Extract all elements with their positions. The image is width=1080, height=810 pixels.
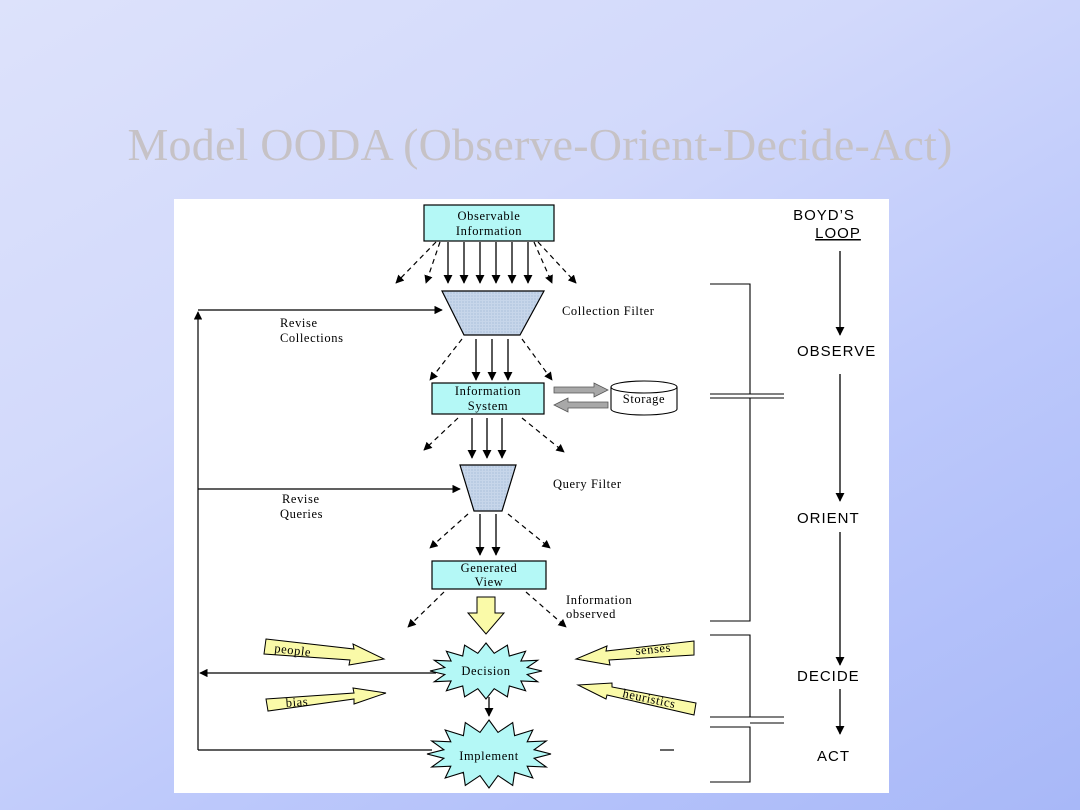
collection-filter-shape (441, 290, 546, 336)
phase-brackets (710, 283, 784, 783)
senses-arrow: senses (574, 640, 695, 666)
storage-cylinder: Storage (610, 380, 678, 416)
revise-queries-label-2: Queries (280, 507, 323, 521)
ooda-diagram: Observable Information Collection Filter… (174, 199, 889, 793)
observable-label-2: Information (456, 224, 522, 238)
implement-starburst: Implement (426, 719, 552, 789)
boyd-header-2: LOOP (815, 225, 861, 242)
people-arrow: people (263, 638, 386, 666)
generated-label-2: View (475, 575, 504, 589)
query-filter-label: Query Filter (553, 477, 622, 491)
observable-dashed-arrows (395, 241, 577, 284)
info-observed-label-1: Information (566, 593, 632, 607)
filter-dashed-arrows (429, 338, 553, 381)
revise-queries-label-1: Revise (282, 492, 320, 506)
observable-information-box: Observable Information (423, 204, 555, 242)
boyd-observe: OBSERVE (797, 343, 876, 360)
bias-arrow: bias (265, 687, 387, 712)
decision-starburst: Decision (429, 642, 543, 700)
decision-label: Decision (461, 664, 510, 678)
observable-solid-arrows (443, 242, 533, 284)
boyd-act: ACT (817, 748, 850, 765)
bias-label: bias (285, 694, 308, 710)
boyd-orient: ORIENT (797, 510, 860, 527)
feedback-loop (193, 305, 674, 751)
filter-solid-arrows (471, 339, 513, 381)
system-dashed-arrows (423, 417, 565, 453)
query-solid-arrows (475, 514, 501, 556)
heuristics-arrow: heuristics (576, 682, 697, 716)
heuristics-label: heuristics (621, 686, 677, 711)
senses-label: senses (635, 640, 672, 658)
information-system-box: Information System (431, 382, 545, 415)
info-system-label-1: Information (455, 384, 521, 398)
info-system-label-2: System (468, 399, 508, 413)
revise-collections-label-1: Revise (280, 316, 318, 330)
view-to-decision-arrow (466, 596, 506, 635)
collection-filter-label: Collection Filter (562, 304, 655, 318)
revise-collections-label-2: Collections (280, 331, 344, 345)
generated-view-box: Generated View (431, 560, 547, 590)
implement-label: Implement (459, 749, 519, 763)
storage-label: Storage (623, 392, 665, 406)
diagram-svg: Observable Information Collection Filter… (193, 204, 876, 789)
boyd-decide: DECIDE (797, 668, 860, 685)
system-solid-arrows (467, 418, 507, 459)
query-filter-shape (459, 464, 517, 512)
slide-title: Model OODA (Observe-Orient-Decide-Act) (127, 119, 953, 170)
query-dashed-arrows (429, 513, 551, 549)
storage-exchange-arrows (553, 382, 609, 413)
generated-label-1: Generated (461, 561, 518, 575)
info-observed-label-2: observed (566, 607, 616, 621)
observable-label-1: Observable (458, 209, 521, 223)
people-label: people (274, 641, 312, 659)
boyd-header-1: BOYD’S (793, 207, 855, 224)
